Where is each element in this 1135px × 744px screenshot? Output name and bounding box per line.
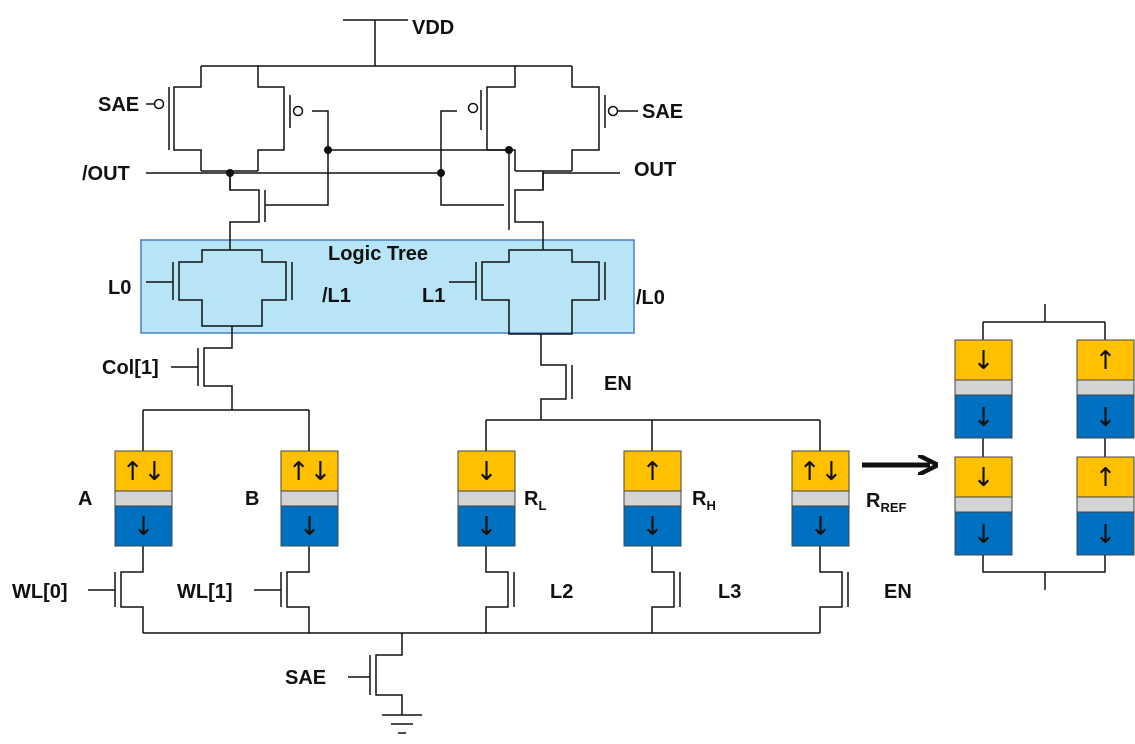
logic-tree-box bbox=[140, 239, 635, 334]
l1-bar-label: /L1 bbox=[322, 285, 351, 307]
mtj-ref-bottom-right: ↑ ↓ bbox=[1076, 456, 1135, 556]
en-top-label: EN bbox=[604, 373, 632, 395]
circuit-markers bbox=[146, 98, 638, 177]
mtj-ref-bottom-right-free-arrow: ↑ bbox=[1095, 463, 1117, 493]
l1-label: L1 bbox=[422, 285, 445, 307]
mtj-a-free-arrow: ↑↓ bbox=[122, 457, 166, 487]
out-bar-label: /OUT bbox=[82, 163, 130, 185]
r-ref-label: RREF bbox=[866, 490, 907, 515]
mtj-ref-bottom-right-fixed-arrow: ↓ bbox=[1095, 520, 1117, 550]
mtj-b-fixed-arrow: ↓ bbox=[299, 512, 321, 542]
vdd-label: VDD bbox=[412, 17, 454, 39]
mtj-ref-top-left-free-arrow: ↓ bbox=[973, 346, 995, 376]
mtj-ref-top-right: ↑ ↓ bbox=[1076, 339, 1135, 439]
mtj-r-h-free-arrow: ↑ bbox=[642, 457, 664, 487]
wires bbox=[88, 19, 1106, 734]
out-label: OUT bbox=[634, 159, 676, 181]
l3-label: L3 bbox=[718, 581, 741, 603]
mtj-r-ref-fixed-arrow: ↓ bbox=[810, 512, 832, 542]
en-bottom-label: EN bbox=[884, 581, 912, 603]
mtj-r-l-free-arrow: ↓ bbox=[476, 457, 498, 487]
mtj-ref-top-right-free-arrow: ↑ bbox=[1095, 346, 1117, 376]
sae-bottom-label: SAE bbox=[285, 667, 326, 689]
mtj-r-l-fixed-arrow: ↓ bbox=[476, 512, 498, 542]
r-l-label: RL bbox=[524, 488, 546, 513]
mtj-b-free-arrow: ↑↓ bbox=[288, 457, 332, 487]
mtj-ref-bottom-left: ↓ ↓ bbox=[954, 456, 1013, 556]
l2-label: L2 bbox=[550, 581, 573, 603]
mtj-r-h: ↑ ↓ bbox=[623, 450, 682, 547]
logic-tree-label: Logic Tree bbox=[328, 243, 428, 265]
sae-left-label: SAE bbox=[98, 94, 139, 116]
l0-bar-label: /L0 bbox=[636, 287, 665, 309]
mtj-ref-bottom-left-free-arrow: ↓ bbox=[973, 463, 995, 493]
mtj-r-ref: ↑↓ ↓ bbox=[791, 450, 850, 547]
mtj-r-l: ↓ ↓ bbox=[457, 450, 516, 547]
r-h-label: RH bbox=[692, 488, 716, 513]
mtj-r-ref-free-arrow: ↑↓ bbox=[799, 457, 843, 487]
mtj-ref-top-right-fixed-arrow: ↓ bbox=[1095, 403, 1117, 433]
sae-right-label: SAE bbox=[642, 101, 683, 123]
wl1-label: WL[1] bbox=[177, 581, 233, 603]
mtj-ref-bottom-left-fixed-arrow: ↓ bbox=[973, 520, 995, 550]
col1-label: Col[1] bbox=[102, 357, 159, 379]
mtj-a-fixed-arrow: ↓ bbox=[133, 512, 155, 542]
mtj-r-h-fixed-arrow: ↓ bbox=[642, 512, 664, 542]
wl0-label: WL[0] bbox=[12, 581, 68, 603]
mtj-b: ↑↓ ↓ bbox=[280, 450, 339, 547]
mtj-ref-top-left-fixed-arrow: ↓ bbox=[973, 403, 995, 433]
mtj-a-label: A bbox=[78, 488, 92, 510]
l0-label: L0 bbox=[108, 277, 131, 299]
mtj-a: ↑↓ ↓ bbox=[114, 450, 173, 547]
mtj-ref-top-left: ↓ ↓ bbox=[954, 339, 1013, 439]
mtj-b-label: B bbox=[245, 488, 259, 510]
